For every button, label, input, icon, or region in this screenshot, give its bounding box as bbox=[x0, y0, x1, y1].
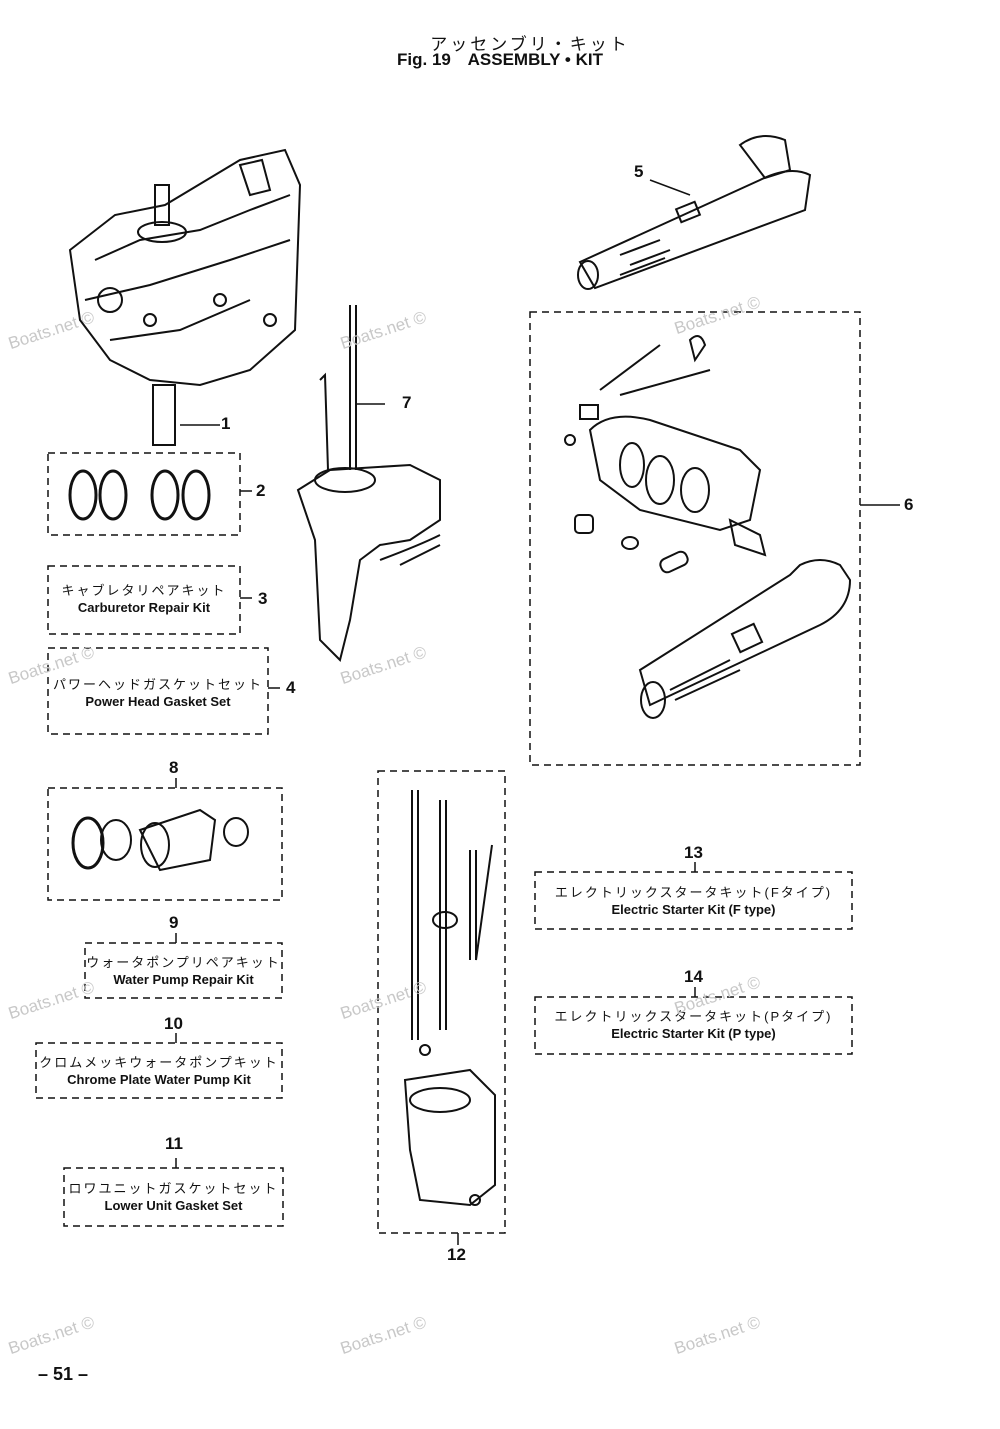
kit-label-11-jp: ロワユニットガスケットセット bbox=[68, 1181, 279, 1196]
kit-label-10-en: Chrome Plate Water Pump Kit bbox=[67, 1072, 251, 1087]
callout-11: 11 bbox=[165, 1134, 183, 1153]
kit-label-3-en: Carburetor Repair Kit bbox=[77, 600, 211, 615]
callout-9: 9 bbox=[169, 913, 179, 932]
kit-label-9-jp: ウォータポンプリペアキット bbox=[86, 955, 281, 970]
figure-title-text: ASSEMBLY • KIT bbox=[467, 50, 603, 69]
kit-label-14: エレクトリックスタータキット(Pタイプ) Electric Starter Ki… bbox=[535, 1008, 852, 1042]
callout-10: 10 bbox=[164, 1014, 183, 1033]
callout-12: 12 bbox=[447, 1245, 466, 1264]
figure-title: Fig. 19 ASSEMBLY • KIT bbox=[0, 50, 1000, 70]
page-number: – 51 – bbox=[38, 1364, 89, 1384]
callout-4: 4 bbox=[286, 678, 296, 697]
callout-3: 3 bbox=[258, 589, 268, 608]
kit-label-10: クロムメッキウォータポンプキット Chrome Plate Water Pump… bbox=[36, 1054, 282, 1088]
callout-8: 8 bbox=[169, 758, 179, 777]
kit-label-13-jp: エレクトリックスタータキット(Fタイプ) bbox=[554, 885, 833, 900]
water-pump-illustration bbox=[403, 790, 496, 1207]
power-head-illustration bbox=[68, 148, 302, 446]
callout-1: 1 bbox=[221, 414, 231, 433]
kit-label-14-en: Electric Starter Kit (P type) bbox=[611, 1026, 776, 1041]
kit-label-4-jp: パワーヘッドガスケットセット bbox=[52, 677, 263, 692]
callout-6: 6 bbox=[904, 495, 914, 514]
kit-label-13: エレクトリックスタータキット(Fタイプ) Electric Starter Ki… bbox=[535, 884, 852, 918]
kit-label-4: パワーヘッドガスケットセット Power Head Gasket Set bbox=[48, 676, 268, 710]
figure-label: Fig. 19 bbox=[397, 50, 451, 69]
kit-label-9-en: Water Pump Repair Kit bbox=[113, 972, 254, 987]
kit-label-3-jp: キャブレタリペアキット bbox=[61, 583, 227, 598]
kit-label-9: ウォータポンプリペアキット Water Pump Repair Kit bbox=[85, 954, 282, 988]
callout-13: 13 bbox=[684, 843, 703, 862]
title-japanese: アッセンブリ・キット bbox=[430, 35, 630, 54]
kit-label-14-jp: エレクトリックスタータキット(Pタイプ) bbox=[554, 1009, 833, 1024]
callout-5: 5 bbox=[634, 162, 644, 181]
lower-unit-illustration bbox=[296, 305, 441, 662]
remote-control-illustration bbox=[564, 335, 852, 719]
tiller-handle-illustration bbox=[577, 135, 812, 290]
kit-label-4-en: Power Head Gasket Set bbox=[85, 694, 231, 709]
callout-2: 2 bbox=[256, 481, 266, 500]
kit-label-10-jp: クロムメッキウォータポンプキット bbox=[39, 1055, 279, 1070]
kit-label-11-en: Lower Unit Gasket Set bbox=[104, 1198, 243, 1213]
kit-label-11: ロワユニットガスケットセット Lower Unit Gasket Set bbox=[64, 1180, 283, 1214]
callout-14: 14 bbox=[684, 967, 703, 986]
kit-label-13-en: Electric Starter Kit (F type) bbox=[611, 902, 776, 917]
kit-label-3: キャブレタリペアキット Carburetor Repair Kit bbox=[48, 582, 240, 616]
callout-7: 7 bbox=[402, 393, 412, 412]
